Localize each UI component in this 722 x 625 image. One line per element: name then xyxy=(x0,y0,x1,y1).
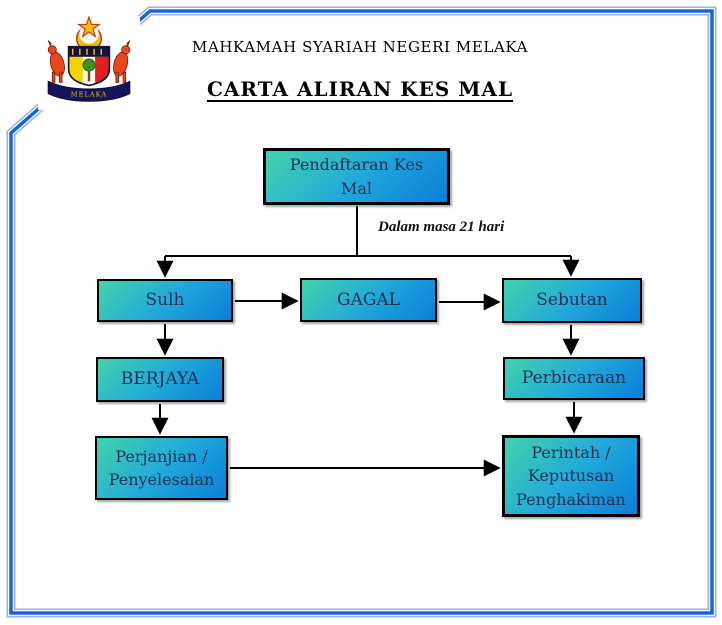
edge-label-dalam-masa: Dalam masa 21 hari xyxy=(378,219,505,235)
left-deer-supporter xyxy=(47,40,65,83)
node-sebutan: Sebutan xyxy=(502,278,642,323)
node-gagal: GAGAL xyxy=(300,278,437,322)
ribbon-text: MELAKA xyxy=(71,91,107,99)
melaka-crest-graphic: MELAKA xyxy=(47,15,131,102)
page-title: CARTA ALIRAN KES MAL xyxy=(206,77,514,101)
node-perintah-keputusan-penghakiman: Perintah / Keputusan Penghakiman xyxy=(502,435,640,517)
node-perbicaraan: Perbicaraan xyxy=(503,357,645,400)
node-berjaya: BERJAYA xyxy=(96,357,224,402)
right-deer-supporter xyxy=(113,40,131,83)
node-perjanjian-penyelesaian: Perjanjian / Penyelesaian xyxy=(95,436,228,500)
organization-title: MAHKAMAH SYARIAH NEGERI MELAKA xyxy=(191,38,529,56)
node-pendaftaran-kes-mal: Pendaftaran Kes Mal xyxy=(263,148,450,205)
node-sulh: Sulh xyxy=(97,279,233,322)
shield xyxy=(67,45,111,87)
melaka-crest-logo: MELAKA xyxy=(38,15,140,110)
